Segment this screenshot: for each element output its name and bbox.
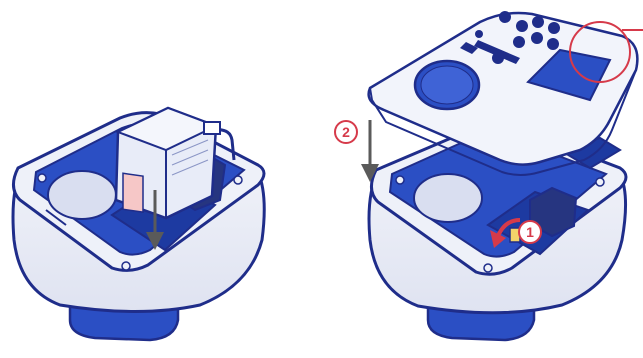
left-device — [13, 108, 264, 340]
step-1-number: 1 — [526, 224, 534, 240]
left-screw-hole-3 — [122, 262, 130, 270]
step-2-number: 2 — [342, 124, 350, 140]
lid-main-dial-inner — [421, 66, 473, 104]
battery-label — [123, 173, 143, 212]
right-device: 1 — [335, 11, 643, 340]
right-screw-hole-3 — [484, 264, 492, 272]
right-screw-hole-2 — [596, 178, 604, 186]
battery-icon — [116, 108, 216, 218]
left-screw-hole-1 — [38, 174, 46, 182]
left-screw-hole-2 — [234, 176, 242, 184]
step-1-badge: 1 — [519, 221, 541, 243]
right-speaker-cavity — [414, 174, 482, 222]
battery-connector — [204, 122, 220, 134]
step-2-badge: 2 — [335, 121, 357, 143]
right-screw-hole-1 — [396, 176, 404, 184]
left-speaker-cavity — [48, 171, 116, 219]
